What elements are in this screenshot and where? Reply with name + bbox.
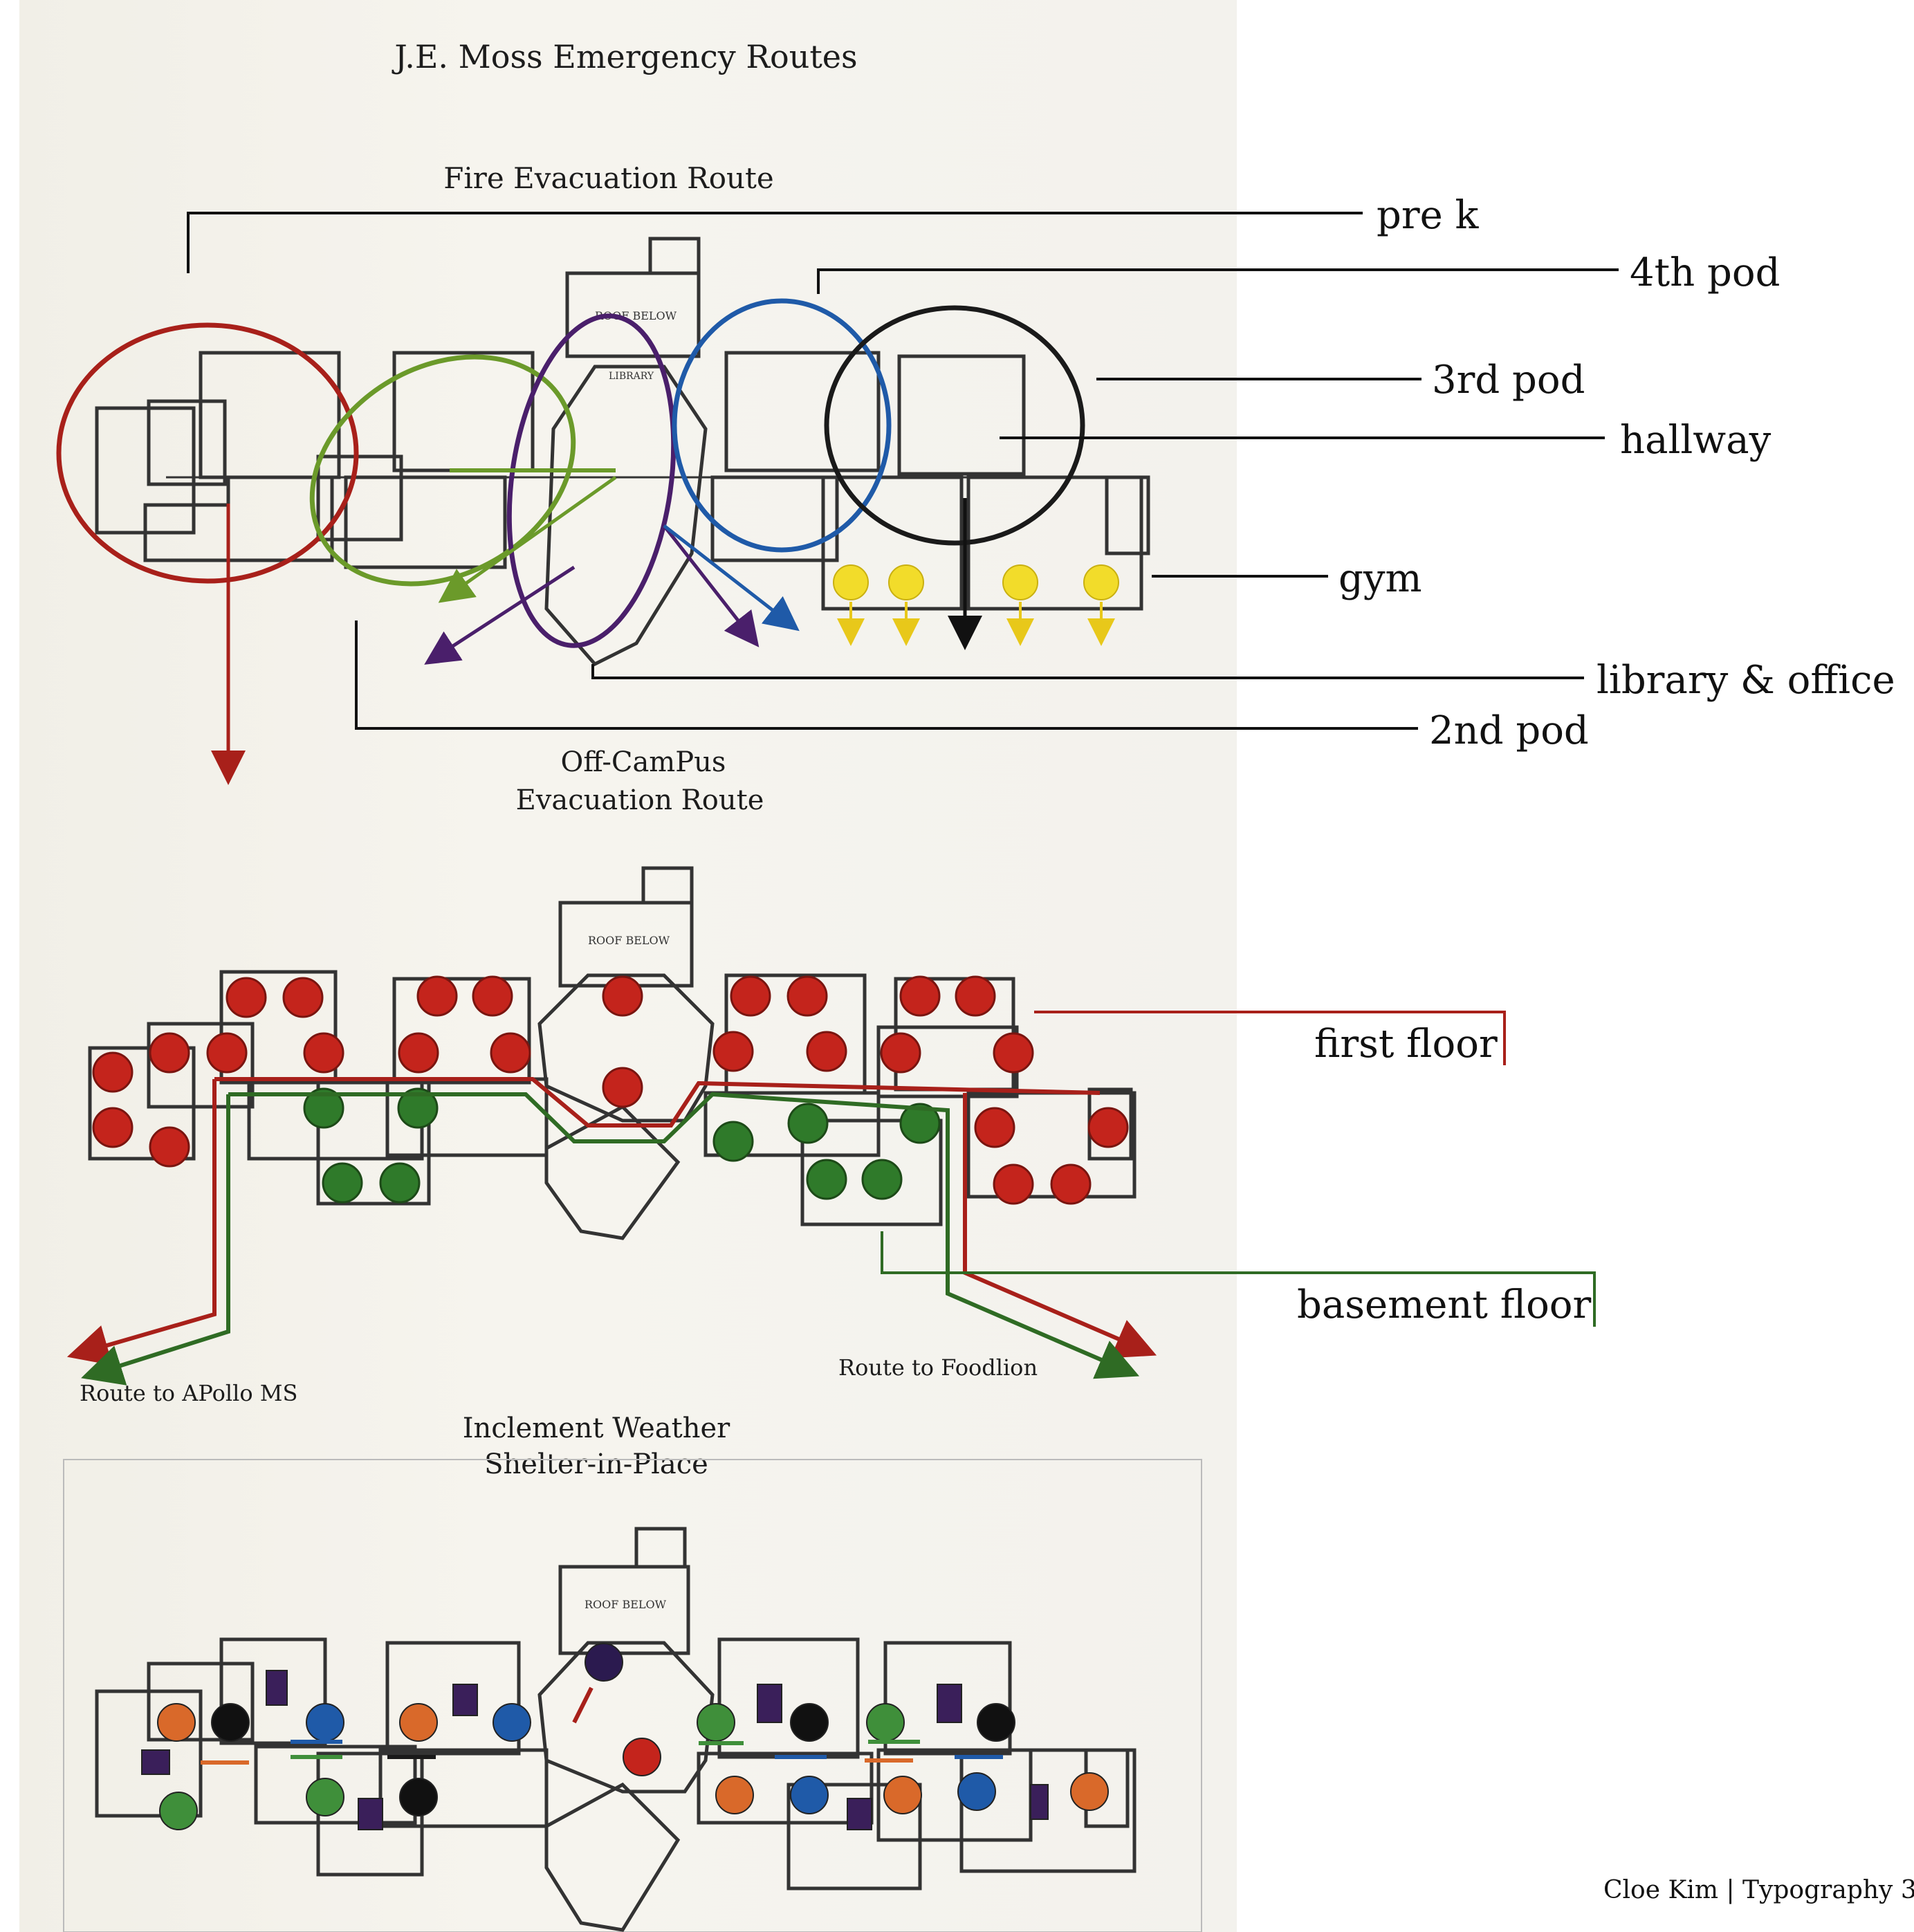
- basement-route-line: [228, 1092, 950, 1280]
- first-floor-leader-line: [1034, 1011, 1506, 1065]
- pod4-label: 4th pod: [1630, 250, 1780, 295]
- weather-title-line2: Shelter-in-Place: [484, 1448, 708, 1480]
- route-to-foodlion-label: Route to Foodlion: [838, 1354, 1038, 1381]
- pod4-zone-circle: [672, 298, 892, 553]
- pre-k-label: pre k: [1377, 193, 1480, 238]
- poster-title: J.E. Moss Emergency Routes: [392, 38, 857, 75]
- pre-k-zone-circle: [56, 322, 359, 584]
- pod4-leader-line: [817, 268, 1619, 294]
- roof-below-note-3: ROOF BELOW: [585, 1598, 667, 1611]
- first-floor-route-line: [214, 1077, 1101, 1128]
- route-to-apollo-green: [81, 1094, 230, 1386]
- first-floor-markers: [92, 975, 1129, 1205]
- library-exit-arrow-right: [663, 524, 760, 647]
- pod3-zone-circle: [824, 305, 1085, 546]
- pod2-leader-line: [355, 620, 1418, 730]
- roof-below-note-2: ROOF BELOW: [588, 934, 670, 947]
- basement-floor-markers: [303, 1087, 941, 1204]
- basement-floor-leader-line: [881, 1231, 1596, 1327]
- weather-title-line1: Inclement Weather: [463, 1413, 730, 1444]
- gym-exit-markers: [833, 564, 1119, 646]
- offcampus-title-line2: Evacuation Route: [516, 784, 764, 816]
- hallway-label: hallway: [1620, 418, 1772, 463]
- roof-below-note: ROOF BELOW: [595, 309, 677, 322]
- route-to-apollo-label: Route to APollo MS: [80, 1380, 297, 1406]
- library-office-label: library & office: [1596, 658, 1895, 703]
- fire-evacuation-title: Fire Evacuation Route: [443, 161, 774, 195]
- shelter-wall-segments: [201, 1686, 1003, 1765]
- pod2-exit-arrow: [438, 475, 617, 603]
- pod4-exit-arrow: [663, 524, 800, 632]
- footer-credit: Cloe Kim | Typography 3 | FA: [1603, 1876, 1914, 1904]
- pod2-zone-ellipse: [309, 354, 576, 587]
- pre-k-leader-line: [187, 212, 1363, 273]
- weather-plan-frame: [63, 1459, 1202, 1932]
- offcampus-title-line1: Off-CamPus: [561, 746, 726, 778]
- route-to-foodlion-green: [946, 1280, 1140, 1379]
- pod2-label: 2nd pod: [1429, 708, 1589, 753]
- basement-floor-label: basement floor: [1297, 1282, 1592, 1327]
- fire-evacuation-floorplan: ROOF BELOW LIBRARY: [95, 237, 1150, 667]
- library-exit-arrow-left: [424, 565, 576, 665]
- gym-label: gym: [1338, 556, 1422, 601]
- library-office-leader-line: [591, 664, 1584, 679]
- pod3-label: 3rd pod: [1432, 358, 1585, 403]
- library-note: LIBRARY: [609, 371, 654, 382]
- first-floor-label: first floor: [1314, 1022, 1498, 1067]
- shelter-markers: [141, 1643, 1109, 1830]
- route-to-apollo-red: [66, 1079, 217, 1365]
